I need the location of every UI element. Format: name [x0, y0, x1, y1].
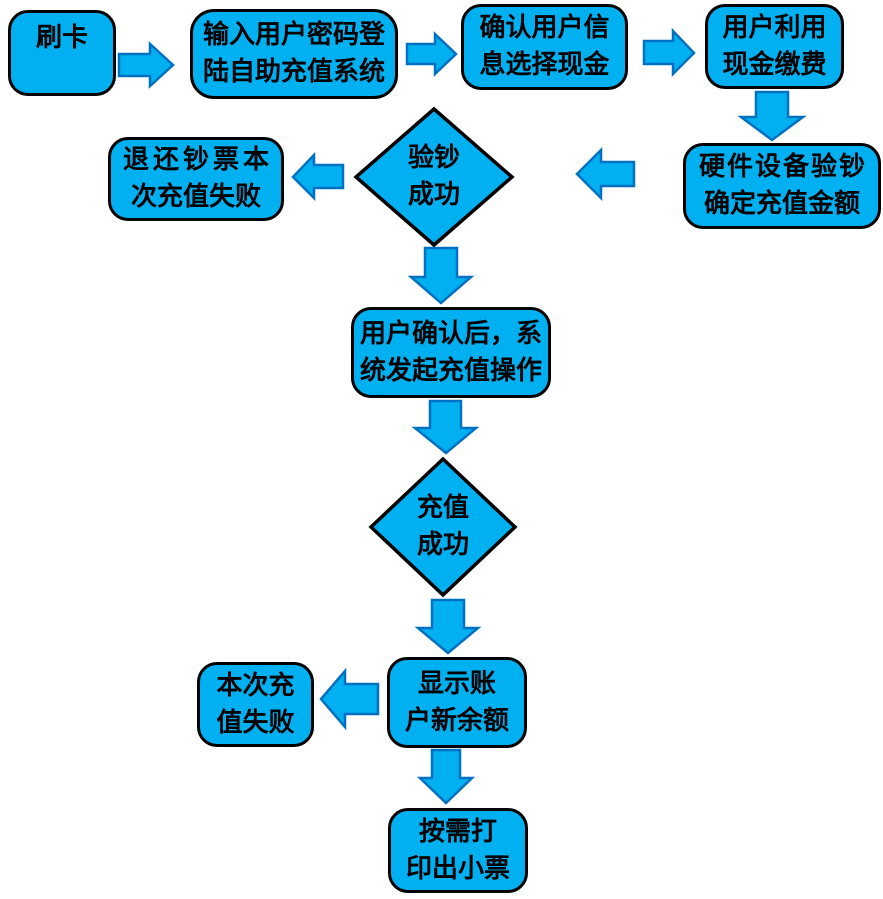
decision-recharge-check: 充值 成功	[368, 456, 518, 598]
arrow-login-to-confirm	[405, 31, 458, 77]
node-label: 刷卡	[35, 22, 88, 53]
node-confirm-info: 确认用户信 息选择现金	[461, 4, 628, 90]
decision-label: 验钞 成功	[407, 143, 460, 210]
node-label: 次充值失败	[130, 182, 261, 212]
arrow-swipe-to-login	[117, 41, 175, 89]
arrow-initiate-to-recharge-check	[411, 399, 480, 455]
node-print-receipt: 按需打 印出小票	[388, 808, 528, 893]
node-validate-banknote: 硬件设备验钞 确定充值金额	[683, 143, 881, 229]
node-label: 本次充	[216, 670, 295, 701]
node-label: 息选择现金	[479, 50, 610, 80]
node-label: 陆自助充值系统	[202, 57, 385, 87]
node-label: 确定充值金额	[703, 189, 860, 219]
node-label: 统发起充值操作	[359, 355, 542, 386]
node-label: 硬件设备验钞	[698, 152, 867, 182]
node-label: 显示账	[417, 668, 496, 699]
decision-banknote-check: 验钞 成功	[353, 106, 515, 248]
node-label: 退还钞票本	[122, 145, 273, 175]
arrow-balance-to-print	[416, 748, 476, 805]
node-swipe-card: 刷卡	[8, 10, 116, 96]
arrow-balance-to-fail	[319, 667, 380, 731]
node-recharge-fail: 本次充 值失败	[197, 662, 314, 747]
node-label: 用户利用	[722, 12, 827, 43]
node-label: 输入用户密码登	[202, 20, 385, 50]
node-show-balance: 显示账 户新余额	[387, 657, 527, 748]
node-label: 用户确认后，系	[359, 318, 542, 349]
node-login: 输入用户密码登 陆自助充值系统	[190, 9, 398, 99]
arrow-banknote-check-to-initiate	[407, 246, 475, 305]
node-label: 值失败	[216, 707, 295, 738]
arrow-validate-to-banknote-check	[575, 146, 636, 202]
node-refund-fail: 退还钞票本 次充值失败	[108, 137, 284, 221]
node-label: 户新余额	[404, 705, 509, 736]
arrow-confirm-to-pay	[642, 27, 696, 78]
arrow-pay-to-validate	[737, 90, 807, 142]
diamond-shape	[353, 106, 515, 248]
node-label: 确认用户信	[479, 13, 610, 43]
node-label: 现金缴费	[722, 49, 827, 80]
node-label: 按需打	[418, 816, 497, 847]
node-label: 印出小票	[405, 853, 510, 884]
decision-label: 充值 成功	[416, 493, 469, 560]
diamond-shape	[368, 456, 518, 598]
arrow-banknote-check-to-refund	[291, 151, 345, 202]
node-initiate-recharge: 用户确认后，系 统发起充值操作	[351, 307, 551, 398]
node-pay-cash: 用户利用 现金缴费	[705, 4, 844, 89]
arrow-recharge-check-to-balance	[414, 598, 482, 655]
